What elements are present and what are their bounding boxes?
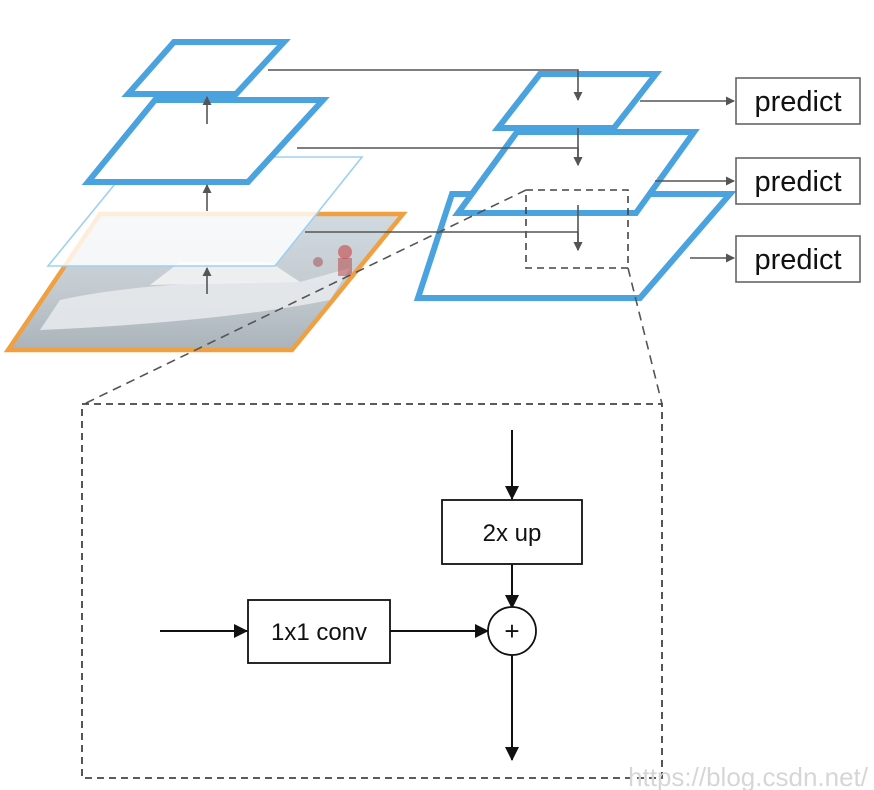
- lateral-conv-label: 1x1 conv: [271, 619, 367, 646]
- merge-add-symbol: +: [504, 616, 519, 646]
- top-down-level-1: [491, 71, 663, 131]
- boat-hull: [40, 268, 350, 330]
- lateral-conv-box: 1x1 conv: [247, 599, 391, 664]
- pyramid-level-2: [81, 97, 330, 185]
- predict-box-2: predict: [735, 157, 861, 205]
- upsample-label: 2x up: [483, 520, 542, 547]
- predict-box-1: predict: [735, 77, 861, 125]
- person-figure-body: [338, 258, 352, 276]
- watermark: https://blog.csdn.net/: [628, 762, 869, 790]
- zoom-guide-right: [627, 267, 663, 405]
- top-down-level-2: [452, 129, 700, 216]
- upsample-box: 2x up: [441, 499, 583, 565]
- predict-box-3: predict: [735, 235, 861, 283]
- merge-block-frame: [81, 403, 663, 779]
- lateral-connection-top: [268, 69, 583, 101]
- pyramid-level-3: [121, 39, 291, 97]
- predict-label-2: predict: [754, 166, 841, 198]
- predict-label-3: predict: [754, 244, 841, 276]
- zoom-guide-left: [83, 189, 527, 405]
- predict-label-1: predict: [754, 86, 841, 118]
- boat-cabin: [150, 262, 300, 285]
- merge-add-node: +: [487, 606, 537, 656]
- person-figure: [338, 245, 352, 259]
- person-figure-2: [313, 257, 323, 267]
- merge-focus-box: [525, 189, 629, 269]
